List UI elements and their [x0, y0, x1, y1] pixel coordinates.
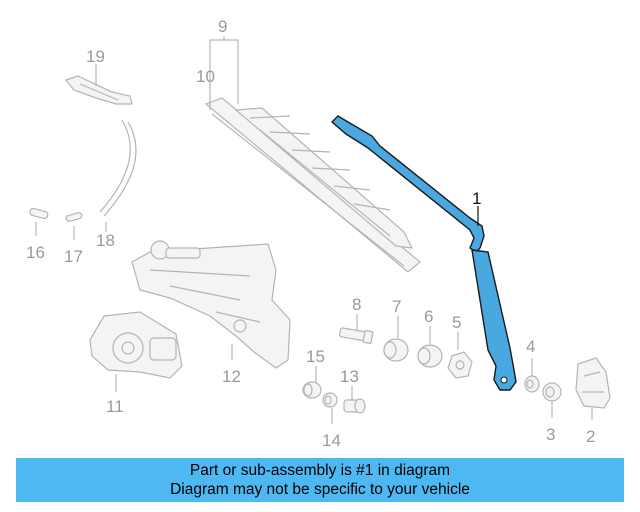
callout-8[interactable]: 8: [352, 295, 361, 314]
part-13-cap-nut[interactable]: [343, 398, 366, 414]
callout-15[interactable]: 15: [306, 347, 325, 366]
callout-19[interactable]: 19: [86, 47, 105, 66]
part-4-washer[interactable]: [524, 375, 540, 393]
part-19-cover[interactable]: [64, 75, 133, 105]
callout-12[interactable]: 12: [222, 367, 241, 386]
callout-9[interactable]: 9: [218, 17, 227, 36]
part-3-nut[interactable]: [542, 382, 562, 402]
part-6-bushing[interactable]: [417, 344, 443, 368]
part-8-bolt[interactable]: [339, 327, 374, 345]
callout-7[interactable]: 7: [392, 297, 401, 316]
part-2-pivot-cap[interactable]: [575, 357, 611, 409]
part-7-grommet[interactable]: [383, 338, 409, 362]
callout-11[interactable]: 11: [106, 397, 124, 416]
part-16-clip[interactable]: [29, 207, 49, 220]
callout-10[interactable]: 10: [196, 67, 215, 86]
part-17-clip[interactable]: [65, 212, 83, 222]
callout-18[interactable]: 18: [96, 231, 115, 250]
callout-17[interactable]: 17: [64, 247, 83, 266]
part-5-nut[interactable]: [447, 351, 473, 379]
callout-6[interactable]: 6: [424, 307, 433, 326]
callout-2[interactable]: 2: [586, 427, 595, 446]
info-banner: Part or sub-assembly is #1 in diagram Di…: [16, 458, 624, 502]
part-14-washer[interactable]: [322, 392, 338, 408]
callout-14[interactable]: 14: [322, 431, 341, 450]
banner-line-1: Part or sub-assembly is #1 in diagram: [189, 462, 451, 479]
callout-1[interactable]: 1: [472, 189, 481, 208]
callout-4[interactable]: 4: [526, 337, 535, 356]
part-12-bracket[interactable]: [131, 240, 291, 369]
callout-16[interactable]: 16: [26, 243, 45, 262]
part-18-strip[interactable]: [99, 119, 137, 217]
part-15-grommet[interactable]: [302, 381, 322, 399]
part-1-wiper-arm[interactable]: [330, 115, 517, 391]
callout-13[interactable]: 13: [340, 367, 359, 386]
banner-line-2: Diagram may not be specific to your vehi…: [170, 481, 470, 498]
part-11-motor[interactable]: [89, 311, 183, 379]
part-9-wiper-blade[interactable]: [204, 97, 421, 273]
callout-5[interactable]: 5: [452, 313, 461, 332]
callout-3[interactable]: 3: [546, 425, 555, 444]
